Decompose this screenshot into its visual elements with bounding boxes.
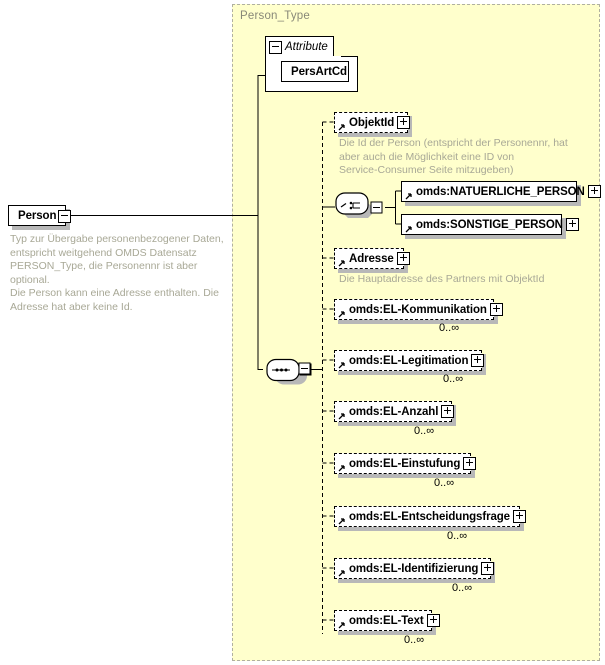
element-face: omds:EL-Kommunikation <box>334 299 503 320</box>
expand-toggle-icon[interactable] <box>512 510 526 523</box>
element-el-entscheidungsfrage[interactable]: omds:EL-Entscheidungsfrage <box>334 506 526 531</box>
element-label: omds:EL-Einstufung <box>349 457 461 470</box>
element-sonstige-person[interactable]: omds:SONSTIGE_PERSON <box>401 214 579 239</box>
expand-toggle-icon[interactable] <box>396 252 410 265</box>
element-el-einstufung[interactable]: omds:EL-Einstufung <box>334 453 477 478</box>
expand-toggle-icon[interactable] <box>489 303 503 316</box>
element-label: omds:EL-Text <box>349 614 424 627</box>
root-collapse-toggle-icon[interactable] <box>58 210 71 223</box>
element-label: omds:NATUERLICHE_PERSON <box>416 185 585 198</box>
element-label: Adresse <box>349 252 394 265</box>
expand-toggle-icon[interactable] <box>441 405 455 418</box>
element-label: omds:EL-Kommunikation <box>349 303 487 316</box>
expand-toggle-icon[interactable] <box>426 614 440 627</box>
attribute-group-title: Attribute <box>285 41 328 53</box>
element-face: omds:EL-Text <box>334 610 440 631</box>
element-label: omds:EL-Entscheidungsfrage <box>349 510 510 523</box>
attribute-persartcd[interactable]: PersArtCd <box>281 61 353 86</box>
cardinality-label: 0..∞ <box>443 373 464 385</box>
element-natuerliche-person[interactable]: omds:NATUERLICHE_PERSON <box>401 181 601 206</box>
cardinality-label: 0..∞ <box>439 322 460 334</box>
element-face: Adresse <box>334 248 410 269</box>
element-el-legitimation[interactable]: omds:EL-Legitimation <box>334 350 486 375</box>
root-annotation: Typ zur Übergabe personenbezogener Daten… <box>10 233 224 313</box>
expand-toggle-icon[interactable] <box>587 185 601 198</box>
expand-toggle-icon[interactable] <box>471 354 485 367</box>
element-face: omds:SONSTIGE_PERSON <box>401 214 579 235</box>
element-label: omds:EL-Anzahl <box>349 405 439 418</box>
attribute-collapse-toggle-icon[interactable] <box>269 40 282 54</box>
attribute-group: Attribute PersArtCd <box>265 36 358 92</box>
element-label: omds:SONSTIGE_PERSON <box>416 218 563 231</box>
element-face: ObjektId <box>334 112 411 133</box>
element-el-text[interactable]: omds:EL-Text <box>334 610 440 635</box>
type-container-title: Person_Type <box>240 10 310 22</box>
element-el-kommunikation[interactable]: omds:EL-Kommunikation <box>334 299 503 324</box>
element-objektid[interactable]: ObjektId <box>334 112 412 137</box>
element-face: omds:NATUERLICHE_PERSON <box>401 181 601 202</box>
root-element-person[interactable]: Person <box>8 205 70 230</box>
type-container-person-type <box>232 4 600 661</box>
element-el-anzahl[interactable]: omds:EL-Anzahl <box>334 401 456 426</box>
element-label: omds:EL-Identifizierung <box>349 562 479 575</box>
element-face: omds:EL-Einstufung <box>334 453 477 474</box>
cardinality-label: 0..∞ <box>447 530 468 542</box>
expand-toggle-icon[interactable] <box>397 116 411 129</box>
element-face: omds:EL-Legitimation <box>334 350 485 371</box>
element-face: omds:EL-Anzahl <box>334 401 455 422</box>
element-adresse-annotation: Die Hauptadresse des Partners mit Objekt… <box>339 273 545 285</box>
attribute-face: PersArtCd <box>281 61 349 82</box>
root-element-label: Person <box>18 209 57 222</box>
element-el-identifizierung[interactable]: omds:EL-Identifizierung <box>334 558 495 583</box>
cardinality-label: 0..∞ <box>452 582 473 594</box>
expand-toggle-icon[interactable] <box>481 562 495 575</box>
element-label: omds:EL-Legitimation <box>349 354 469 367</box>
attribute-label: PersArtCd <box>291 65 347 78</box>
element-adresse[interactable]: Adresse <box>334 248 410 273</box>
expand-toggle-icon[interactable] <box>463 457 477 470</box>
cardinality-label: 0..∞ <box>404 634 425 646</box>
attribute-group-tab[interactable]: Attribute <box>265 36 334 57</box>
element-label: ObjektId <box>349 116 395 129</box>
element-face: omds:EL-Identifizierung <box>334 558 495 579</box>
cardinality-label: 0..∞ <box>414 425 435 437</box>
expand-toggle-icon[interactable] <box>565 218 579 231</box>
cardinality-label: 0..∞ <box>434 477 455 489</box>
element-face: omds:EL-Entscheidungsfrage <box>334 506 526 527</box>
element-objektid-annotation: Die Id der Person (entspricht der Person… <box>339 137 568 176</box>
